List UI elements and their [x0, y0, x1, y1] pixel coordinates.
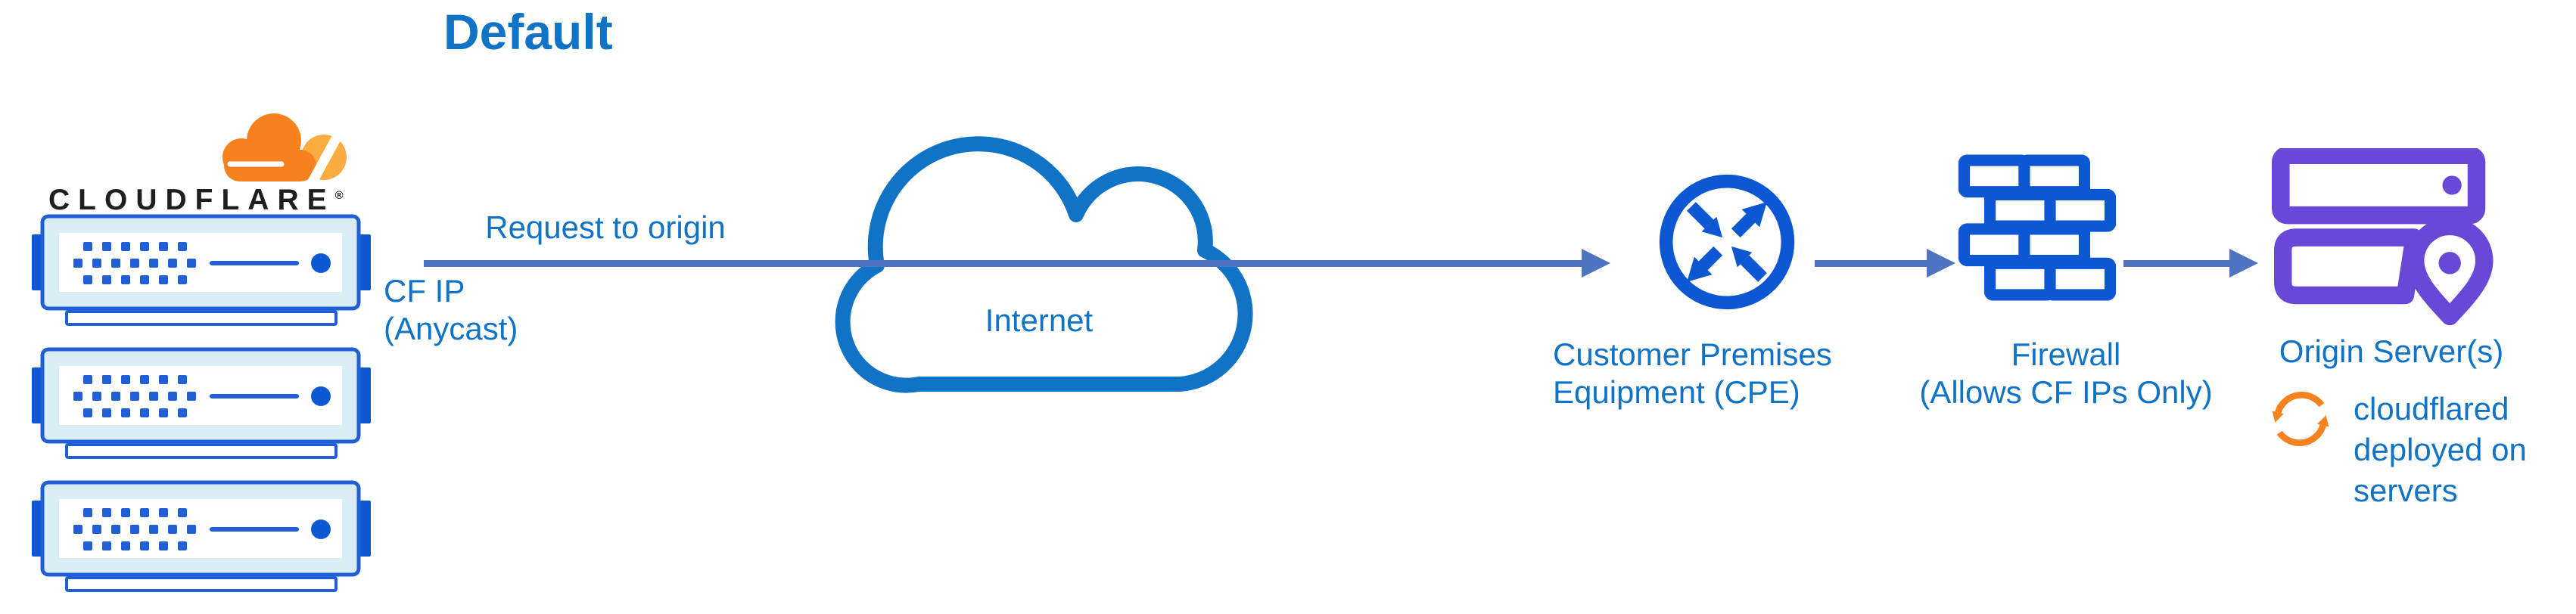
cpe-label-line2: Equipment (CPE): [1553, 374, 1800, 410]
firewall-brick-icon: [1958, 154, 2117, 301]
cf-ip-line: CF IP: [384, 273, 465, 309]
arrowhead-icon: [1582, 249, 1610, 278]
arrow-cpe-to-firewall: [1815, 260, 1928, 267]
page-title: Default: [443, 4, 613, 60]
server-rack-icon: [30, 346, 372, 463]
internet-label: Internet: [985, 302, 1094, 338]
server-rack-icon: [30, 479, 372, 596]
cloudflared-label: cloudflared deployed on servers: [2354, 389, 2527, 511]
arrowhead-icon: [1927, 249, 1955, 278]
cpe-label-line1: Customer Premises: [1553, 336, 1832, 372]
firewall-label-line2: (Allows CF IPs Only): [1919, 374, 2213, 410]
arrowhead-icon: [2229, 249, 2258, 278]
request-to-origin-label: Request to origin: [485, 209, 726, 245]
internet-cloud-icon: [835, 136, 1253, 393]
origin-server-label: Origin Server(s): [2279, 333, 2504, 369]
arrow-cloudflare-to-cpe: [424, 260, 1583, 267]
cloudflared-line1: cloudflared: [2354, 391, 2509, 426]
firewall-label: Firewall (Allows CF IPs Only): [1899, 336, 2232, 411]
cloudflare-wordmark: CLOUDFLARE®: [48, 184, 344, 217]
cpe-label: Customer Premises Equipment (CPE): [1553, 336, 1832, 411]
origin-server-icon: [2272, 148, 2494, 326]
cloudflared-sync-icon: [2272, 392, 2329, 446]
cloudflared-line3: servers: [2354, 473, 2458, 508]
server-rack-icon: [30, 213, 372, 330]
cloudflared-line2: deployed on: [2354, 432, 2527, 467]
firewall-label-line1: Firewall: [2011, 336, 2121, 372]
cf-ip-anycast-label: CF IP (Anycast): [384, 272, 518, 348]
cpe-router-icon: [1659, 174, 1795, 310]
cloudflare-logo-icon: [222, 113, 347, 181]
anycast-line: (Anycast): [384, 311, 518, 346]
cloudflare-wordmark-text: CLOUDFLARE: [48, 184, 335, 216]
registered-mark: ®: [334, 189, 344, 202]
arrow-firewall-to-origin: [2123, 260, 2231, 267]
